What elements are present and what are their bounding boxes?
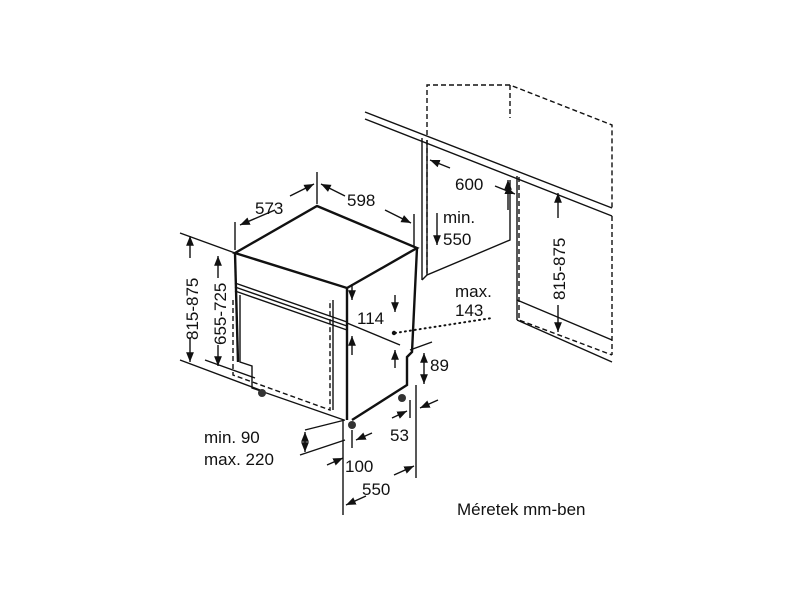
kitchen-cabinet [364,84,613,363]
label-depth: 573 [255,199,283,218]
label-body-height: 655-725 [211,283,230,345]
dimension-lines [179,159,562,515]
label-plinth-depth: 100 [345,457,373,476]
label-niche-width: 600 [455,175,483,194]
label-niche-height: 815-875 [550,238,569,300]
label-foot-height: 89 [430,356,449,375]
dishwasher [232,204,420,429]
label-total-depth: 550 [362,480,390,499]
label-niche-min: min. [443,208,475,227]
label-panel-height: 114 [357,309,384,328]
label-plinth-min: min. 90 [204,428,260,447]
label-max: max. [455,282,492,301]
label-width: 598 [347,191,375,210]
label-max-value: 143 [455,301,483,320]
caption: Méretek mm-ben [457,500,585,519]
label-total-height: 815-875 [183,278,202,340]
label-plinth-max: max. 220 [204,450,274,469]
label-foot-offset: 53 [390,426,409,445]
label-niche-min-value: 550 [443,230,471,249]
